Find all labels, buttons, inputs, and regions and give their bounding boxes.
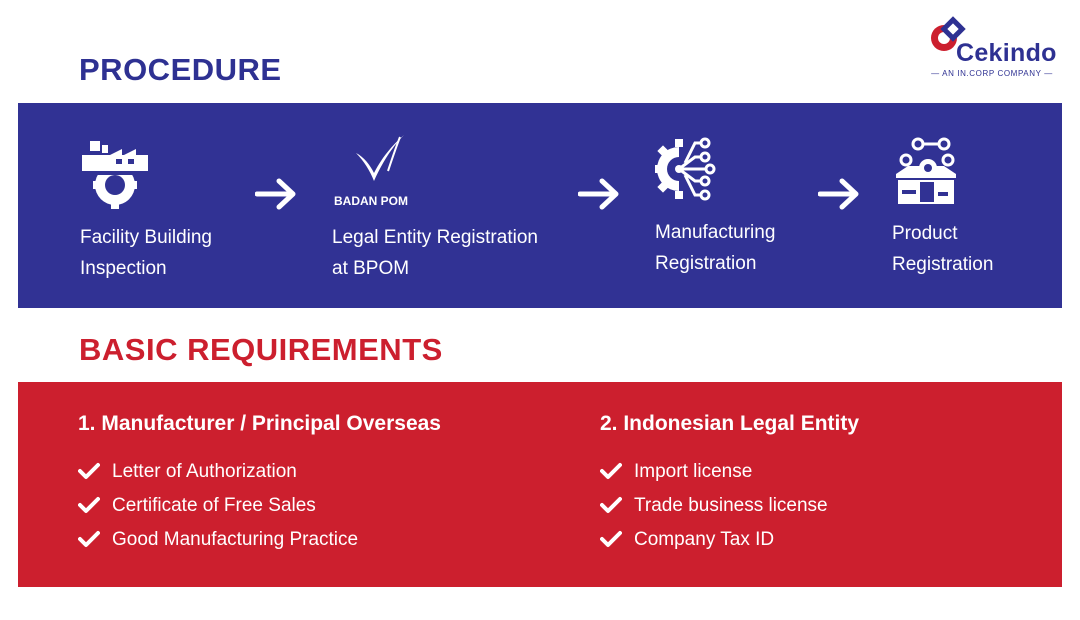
check-icon bbox=[600, 463, 622, 479]
check-icon bbox=[78, 463, 100, 479]
requirement-text: Letter of Authorization bbox=[112, 461, 297, 482]
product-box-icon bbox=[896, 137, 956, 204]
requirements-heading-manufacturer: 1. Manufacturer / Principal Overseas bbox=[78, 412, 441, 435]
requirement-text: Good Manufacturing Practice bbox=[112, 529, 359, 550]
check-icon bbox=[78, 531, 100, 547]
badan-pom-text: BADAN POM bbox=[334, 194, 408, 208]
logo-tagline: — AN IN.CORP COMPANY — bbox=[931, 69, 1053, 78]
logo-brand: Cekindo bbox=[956, 39, 1057, 67]
gear-network-icon bbox=[655, 137, 716, 201]
requirement-text: Trade business license bbox=[634, 495, 828, 516]
badan-pom-logo bbox=[356, 135, 404, 181]
requirement-text: Company Tax ID bbox=[634, 529, 775, 550]
step-label-line2: Registration bbox=[892, 254, 994, 275]
step-label-line2: Inspection bbox=[80, 258, 167, 279]
step-label-line1: Manufacturing bbox=[655, 222, 776, 243]
requirement-text: Certificate of Free Sales bbox=[112, 495, 316, 516]
procedure-title: PROCEDURE bbox=[79, 52, 282, 87]
check-icon bbox=[600, 531, 622, 547]
check-icon bbox=[78, 497, 100, 513]
step-label-line2: Registration bbox=[655, 253, 757, 274]
arrow-right-icon bbox=[578, 178, 619, 210]
cekindo-logo: Cekindo — AN IN.CORP COMPANY — bbox=[924, 14, 1064, 84]
check-icon bbox=[600, 497, 622, 513]
requirement-text: Import license bbox=[634, 461, 753, 482]
step-label-line1: Product bbox=[892, 223, 958, 244]
cekindo-mark-icon bbox=[931, 16, 966, 51]
arrow-right-icon bbox=[818, 178, 859, 210]
step-label-line2: at BPOM bbox=[332, 258, 410, 279]
arrow-right-icon bbox=[255, 178, 296, 210]
requirements-band: 1. Manufacturer / Principal Overseas Let… bbox=[18, 382, 1062, 587]
requirements-heading-indonesian-entity: 2. Indonesian Legal Entity bbox=[600, 412, 860, 435]
procedure-band: Facility Building Inspection BADAN POM L… bbox=[18, 103, 1062, 308]
step-label-line1: Legal Entity Registration bbox=[332, 227, 538, 248]
requirements-title: BASIC REQUIREMENTS bbox=[79, 332, 443, 367]
factory-gear-icon bbox=[82, 141, 148, 209]
step-label-line1: Facility Building bbox=[80, 227, 212, 248]
